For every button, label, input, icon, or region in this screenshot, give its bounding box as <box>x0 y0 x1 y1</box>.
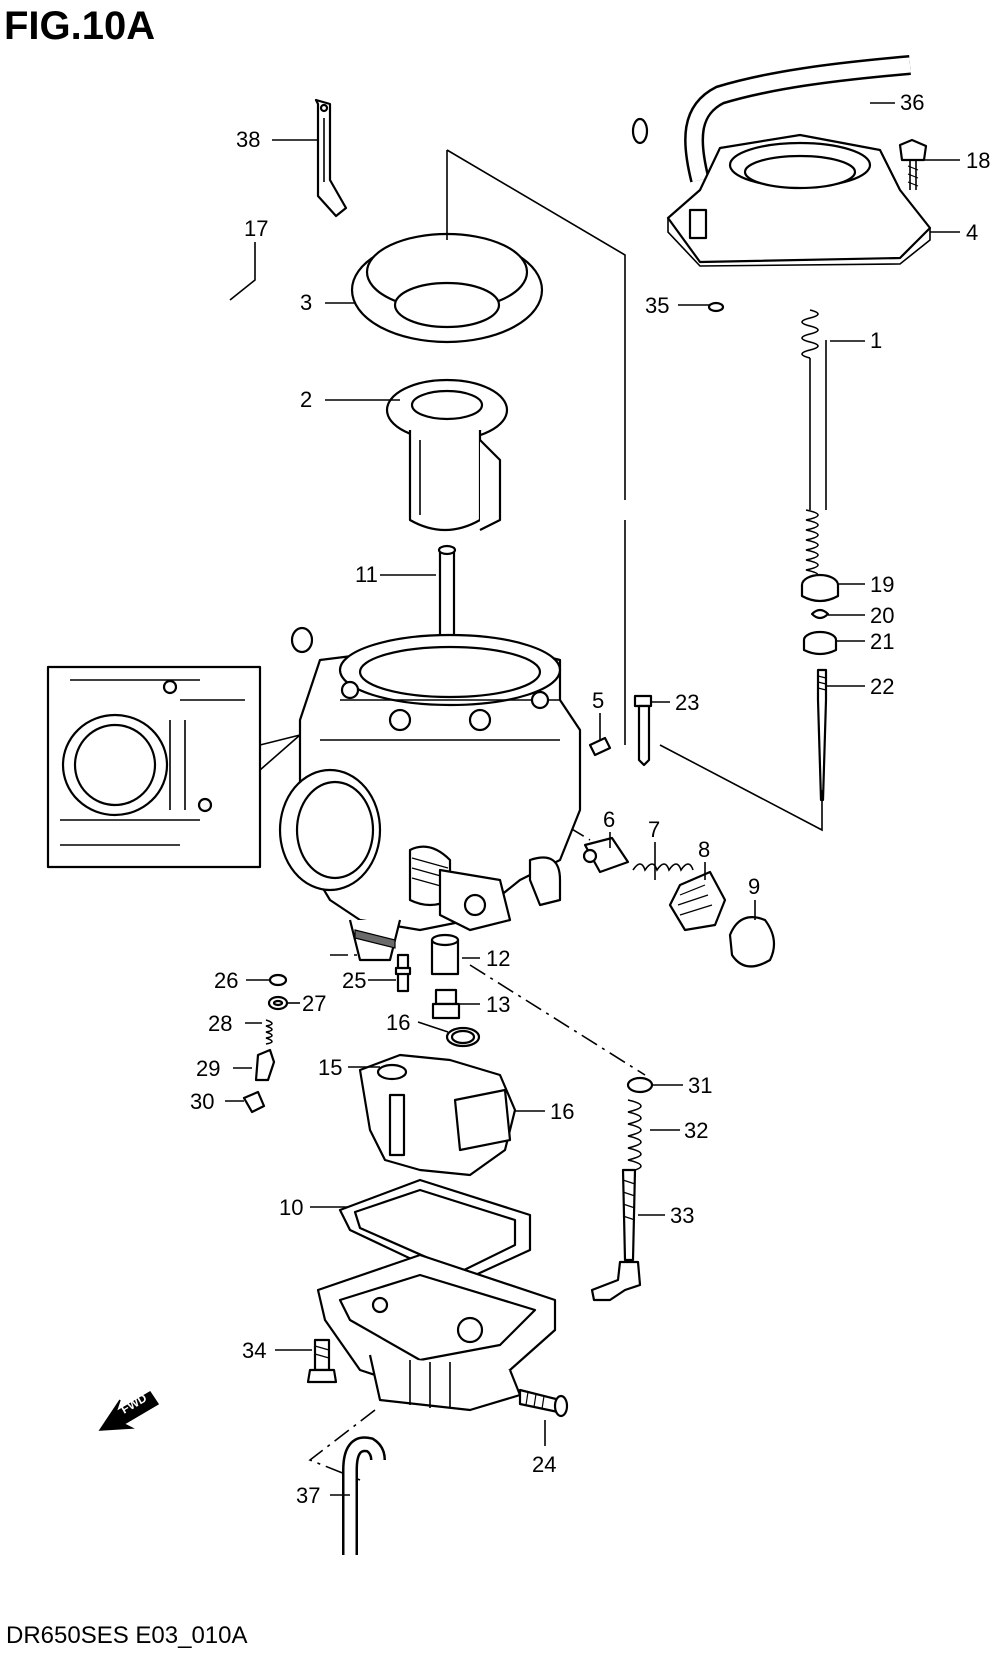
part-5-jet <box>588 736 612 757</box>
part-30-cap <box>242 1090 266 1114</box>
callout-11: 11 <box>355 562 378 587</box>
part-16-oring <box>445 1026 481 1048</box>
part-37-hose <box>342 1436 386 1555</box>
part-6-plunger <box>582 836 630 874</box>
callout-6: 6 <box>603 807 615 832</box>
part-33-screw <box>590 1168 642 1302</box>
callout-32: 32 <box>684 1118 708 1143</box>
callout-18: 18 <box>966 148 990 173</box>
part-24-screw <box>518 1388 569 1418</box>
float-bowl <box>316 1253 557 1412</box>
callout-38: 38 <box>236 127 260 152</box>
part-31-oring <box>626 1076 654 1094</box>
callout-8: 8 <box>698 837 710 862</box>
part-22-needle <box>816 668 828 802</box>
part-1-spring <box>801 309 827 581</box>
callout-17: 17 <box>244 216 268 241</box>
part-2-piston <box>385 378 509 531</box>
callout-16a: 16 <box>386 1010 410 1035</box>
callout-26: 26 <box>214 968 238 993</box>
part-9-cap <box>728 916 776 968</box>
part-28-spring <box>265 1019 273 1045</box>
part-25-jet <box>394 953 412 993</box>
part-10-gasket <box>338 1178 532 1284</box>
carburetor-body <box>278 633 582 962</box>
callout-21: 21 <box>870 629 894 654</box>
callout-24: 24 <box>532 1452 556 1477</box>
callout-10: 10 <box>279 1195 303 1220</box>
part-7-spring <box>632 863 694 872</box>
part-19-seat <box>800 573 840 603</box>
part-21-washer <box>802 630 838 656</box>
fwd-arrow-icon: FWD <box>98 1391 160 1431</box>
part-18-screw <box>898 138 928 190</box>
callout-9: 9 <box>748 874 760 899</box>
part-32-spring <box>627 1099 642 1173</box>
part-8-nut <box>668 870 727 932</box>
part-23-screw <box>633 694 653 767</box>
callout-29: 29 <box>196 1056 220 1081</box>
callout-15: 15 <box>318 1055 342 1080</box>
callout-28: 28 <box>208 1011 232 1036</box>
part-35-clip <box>707 301 725 313</box>
part-34-screw <box>306 1338 338 1384</box>
callout-4: 4 <box>966 220 978 245</box>
part-15-16-pump-assembly <box>358 1053 517 1177</box>
part-12-sleeve <box>430 933 460 976</box>
callout-30: 30 <box>190 1089 214 1114</box>
callout-1: 1 <box>870 328 882 353</box>
callout-33: 33 <box>670 1203 694 1228</box>
part-38-bracket <box>314 98 348 218</box>
part-20-clip <box>810 608 830 620</box>
part-36-hose <box>684 55 911 183</box>
callout-25: 25 <box>342 968 366 993</box>
callout-31: 31 <box>688 1073 712 1098</box>
part-3-diaphragm <box>350 232 544 344</box>
callout-22: 22 <box>870 674 894 699</box>
callout-7: 7 <box>648 817 660 842</box>
part-13-jet <box>431 988 461 1020</box>
callout-2: 2 <box>300 387 312 412</box>
inset-detail-view <box>46 665 301 869</box>
callout-37: 37 <box>296 1483 320 1508</box>
figure-title: FIG.10A <box>4 4 156 48</box>
callout-19: 19 <box>870 572 894 597</box>
part-4-top-cover <box>666 133 932 267</box>
callout-labels: 38 17 3 2 11 36 18 4 35 1 19 20 21 22 23… <box>190 90 990 1508</box>
part-17-hose <box>105 117 649 654</box>
callout-35: 35 <box>645 293 669 318</box>
callout-36: 36 <box>900 90 924 115</box>
part-27-washer <box>267 995 289 1011</box>
callout-5: 5 <box>592 688 604 713</box>
callout-34: 34 <box>242 1338 266 1363</box>
part-26-oring <box>268 973 288 987</box>
callout-13: 13 <box>486 992 510 1017</box>
callout-20: 20 <box>870 603 894 628</box>
part-11-rod <box>437 544 457 660</box>
diagram-code: DR650SES E03_010A <box>6 1622 248 1649</box>
leader-lines <box>225 102 960 1496</box>
part-29-screw <box>254 1048 276 1082</box>
callout-3: 3 <box>300 290 312 315</box>
callout-16b: 16 <box>550 1099 574 1124</box>
callout-27: 27 <box>302 991 326 1016</box>
callout-23: 23 <box>675 690 699 715</box>
callout-12: 12 <box>486 946 510 971</box>
